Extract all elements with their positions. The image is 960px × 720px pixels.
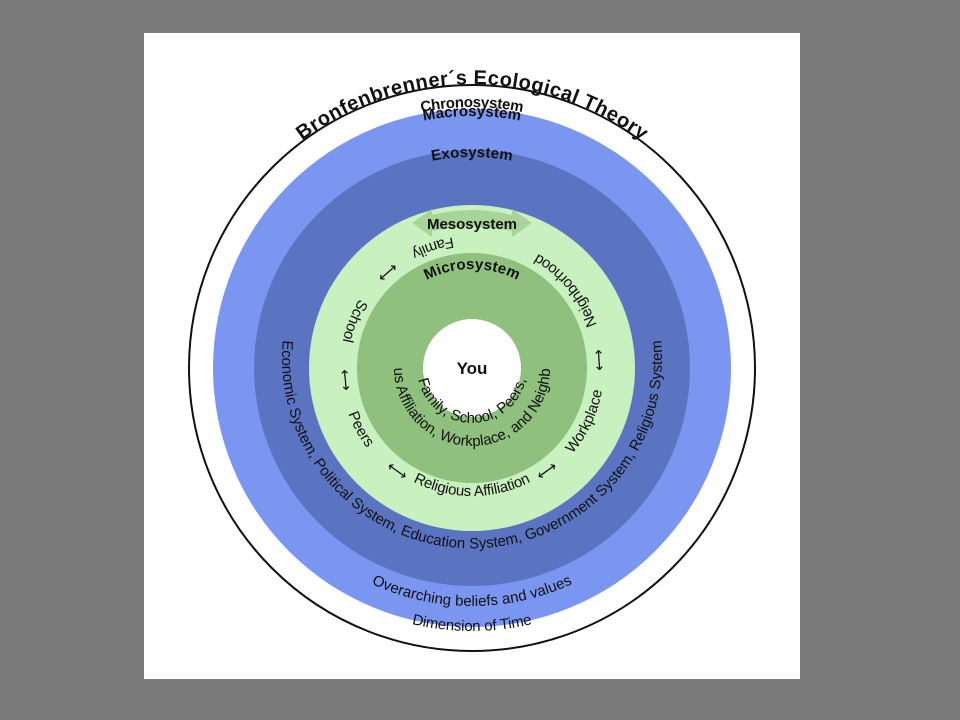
mesosystem-label: Mesosystem [427,216,517,233]
macrosystem-label: Macrosystem [422,103,523,125]
chronosystem-label: Chronosystem [419,94,525,116]
ecological-theory-diagram: Bronfenbrenner´s Ecological Theory Chron… [144,33,756,652]
diagram-panel: Bronfenbrenner´s Ecological Theory Chron… [144,33,800,679]
center-circle [423,319,521,417]
chronosystem-description: Dimension of Time [411,611,533,635]
meso-arrow-workplace-neighborhood: ⟷ [590,349,608,372]
center-label: You [457,359,488,378]
exosystem-label: Exosystem [430,144,514,165]
mesosystem-arrow [412,209,532,237]
meso-arrow-school-peers: ⟷ [336,368,355,391]
